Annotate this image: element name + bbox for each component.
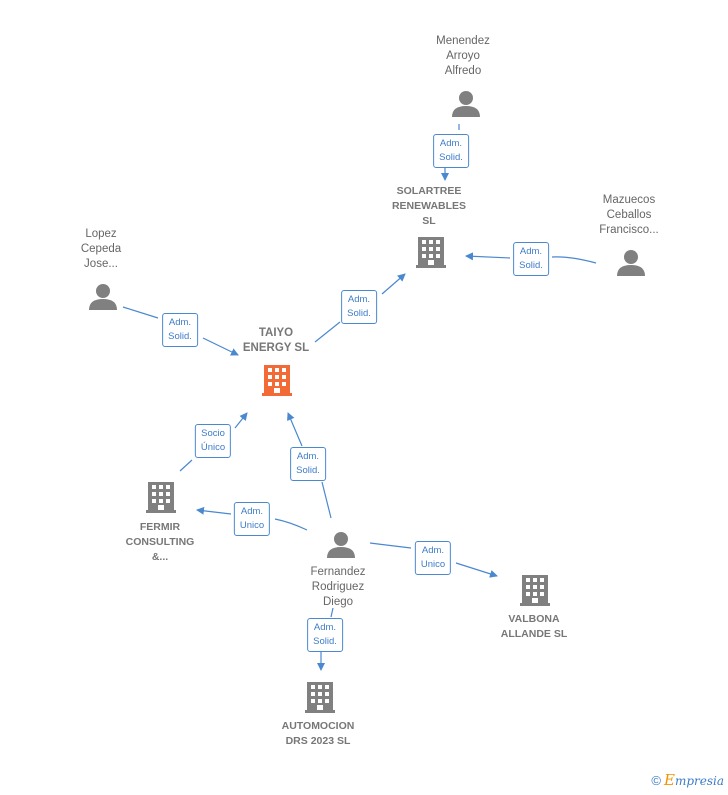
node-label-automocion[interactable]: AUTOMOCION DRS 2023 SL: [281, 720, 355, 747]
node-label-taiyo[interactable]: TAIYO ENERGY SL: [242, 327, 310, 354]
edge-badge-fermir-taiyo[interactable]: Socio Único: [194, 424, 232, 458]
building-icon-fermir: [146, 482, 176, 513]
brand-footer[interactable]: ©Empresia: [651, 771, 724, 789]
node-label-fermir[interactable]: FERMIR CONSULTING &...: [125, 521, 195, 563]
building-icon-taiyo: [262, 363, 294, 397]
edge-lopez-taiyo: [122, 306, 238, 355]
node-label-menendez[interactable]: Menendez Arroyo Alfredo: [436, 35, 490, 77]
edge-fernandez-fermir: [197, 510, 308, 531]
brand-logo: Empresia: [663, 771, 724, 789]
edge-fernandez-taiyo: [288, 413, 332, 519]
edge-badge-fernandez-valbona[interactable]: Adm. Unico: [414, 541, 452, 575]
node-label-lopez[interactable]: Lopez Cepeda Jose...: [80, 228, 122, 270]
building-icon-solartree: [416, 237, 446, 268]
person-icon-lopez: [89, 284, 117, 310]
edge-badge-lopez-taiyo[interactable]: Adm. Solid.: [162, 313, 198, 347]
edge-mazuecos-solartree: [466, 256, 597, 263]
edge-fernandez-automocion: [321, 607, 334, 670]
copyright-icon: ©: [651, 773, 661, 788]
edge-fernandez-valbona: [369, 542, 497, 576]
building-icon-valbona: [520, 575, 550, 606]
edge-fermir-taiyo: [179, 413, 247, 472]
person-icon-mazuecos: [617, 250, 645, 276]
node-label-mazuecos[interactable]: Mazuecos Ceballos Francisco...: [599, 194, 659, 236]
person-icon-menendez: [452, 91, 480, 117]
node-label-fernandez[interactable]: Fernandez Rodriguez Diego: [310, 566, 366, 608]
edge-menendez-solartree: [445, 124, 460, 180]
edge-badge-menendez-solartree[interactable]: Adm. Solid.: [433, 134, 469, 168]
building-icon-automocion: [305, 682, 335, 713]
edge-badge-fernandez-automocion[interactable]: Adm. Solid.: [307, 618, 343, 652]
person-icon-fernandez: [327, 532, 355, 558]
edge-badge-mazuecos-solartree[interactable]: Adm. Solid.: [513, 242, 549, 276]
edge-taiyo-solartree: [314, 274, 405, 343]
edge-badge-taiyo-solartree[interactable]: Adm. Solid.: [341, 290, 377, 324]
node-label-valbona[interactable]: VALBONA ALLANDE SL: [500, 613, 568, 640]
edge-badge-fernandez-fermir[interactable]: Adm. Unico: [233, 502, 271, 536]
edge-badge-fernandez-taiyo[interactable]: Adm. Solid.: [290, 447, 326, 481]
node-label-solartree[interactable]: SOLARTREE RENEWABLES SL: [391, 185, 467, 227]
